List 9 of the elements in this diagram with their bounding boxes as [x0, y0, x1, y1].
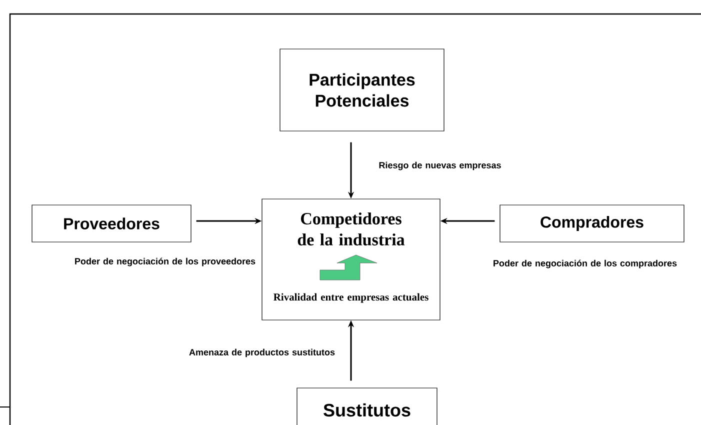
- process-box: Competidores de la industria Rivalidad entre empresas actuales: [262, 198, 440, 320]
- process-box: Sustitutos: [296, 388, 438, 425]
- process-box: Compradores: [500, 204, 684, 242]
- edge-label: Riesgo de nuevas empresas: [379, 162, 501, 170]
- process-box: Proveedores: [32, 204, 192, 242]
- process-box: Participantes Potenciales: [280, 48, 444, 132]
- edge-label: Poder de negociación de los proveedores: [75, 258, 256, 266]
- edge-label: Amenaza de productos sustitutos: [189, 348, 335, 358]
- edge-label: Poder de negociación de los compradores: [494, 260, 677, 268]
